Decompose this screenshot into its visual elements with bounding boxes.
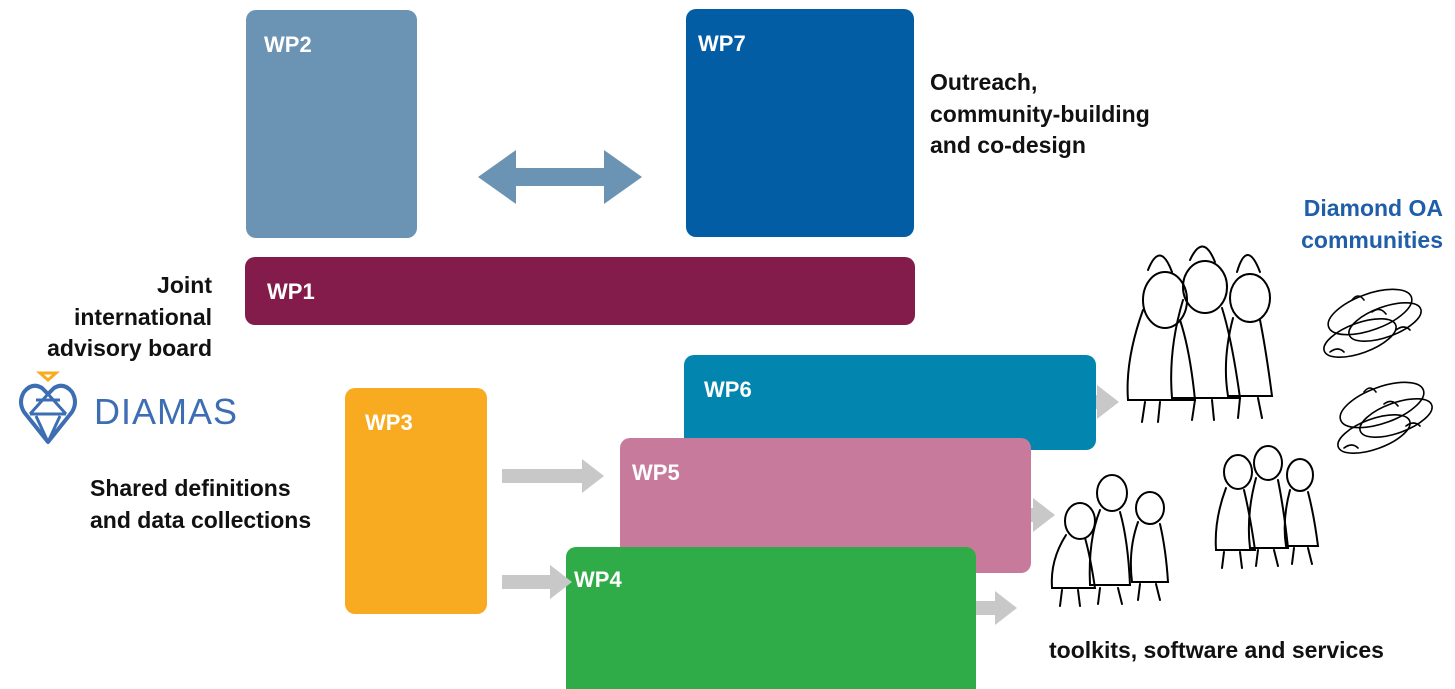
diamas-heart-logo-icon [19,371,77,444]
wp4-label: WP4 [574,567,622,592]
outreach-line-3: and co-design [930,132,1086,159]
people-group-left-icon [1050,474,1170,607]
advisory-line-1: Joint international [73,272,212,330]
arrow-wp4-out [948,591,1017,625]
wp7-label: WP7 [698,31,746,56]
arrow-wp3-to-wp5 [502,459,604,493]
outreach-line-1: Outreach, [930,69,1038,95]
wp6-label: WP6 [704,377,752,402]
arrow-wp3-to-wp4-top [550,565,572,599]
double-arrow-wp2-wp7 [478,150,642,204]
wp7-box: WP7 [686,9,914,237]
advisory-line-2: advisory board [47,335,212,362]
oa-scribble-top-icon [1323,288,1422,358]
diamond-line-1: Diamond OA [1303,195,1443,221]
wp1-box: WP1 [245,257,915,325]
wp5-label: WP5 [632,460,680,485]
toolkits-text: toolkits, software and services [1049,637,1384,663]
wp3-label: WP3 [365,410,413,435]
wp2-box: WP2 [246,10,417,238]
diamond-oa-text: Diamond OA communities [1300,193,1443,256]
wp3-box: WP3 [345,388,487,614]
wp2-label: WP2 [264,32,312,57]
wp4-box: WP4 [566,547,976,689]
shared-definitions-text: Shared definitions and data collections [90,473,311,536]
outreach-line-2: community-building [930,100,1150,127]
people-group-right-icon [1214,445,1320,569]
wp1-label: WP1 [267,279,315,304]
wp6-box: WP6 [684,355,1096,450]
outreach-text: Outreach, community-building and co-desi… [930,67,1150,162]
diamond-line-2: communities [1301,226,1443,253]
shared-line-1: Shared definitions [90,475,291,501]
advisory-board-text: Joint international advisory board [14,270,212,365]
diamas-logo-text: DIAMAS [94,391,239,432]
people-group-large-icon [1126,245,1274,423]
shared-line-2: and data collections [90,506,312,533]
oa-scribble-bottom-icon [1337,381,1433,454]
